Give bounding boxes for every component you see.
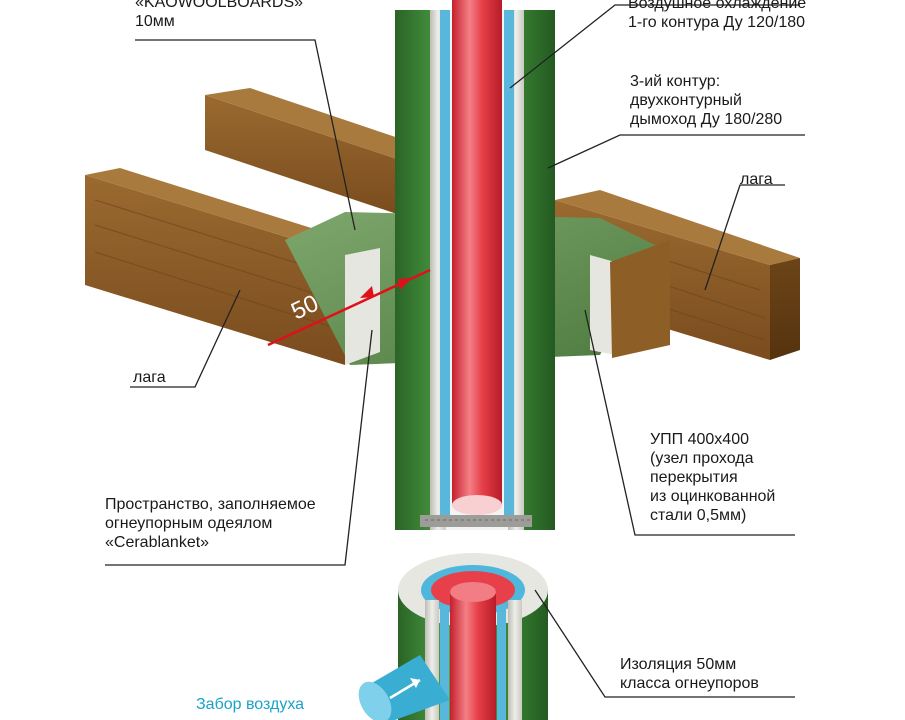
kaowool-label-line2: 10мм (135, 13, 175, 30)
upp-label: УПП 400х400 (узел прохода перекрытия из … (650, 430, 775, 525)
upp-label-line5: стали 0,5мм) (650, 507, 747, 524)
third-contour-label-line2: двухконтурный (630, 92, 742, 109)
air-intake-label: Забор воздуха (196, 695, 304, 714)
cooling-label-line2: 1-го контура Ду 120/180 (628, 14, 806, 31)
leader-lines (105, 4, 805, 698)
third-contour-label-line1: 3-ий контур: (630, 73, 721, 90)
cooling-label-line1: Воздушное охлаждение (628, 0, 807, 12)
upp-label-line1: УПП 400х400 (650, 431, 749, 448)
joist-left-label: лага (133, 368, 166, 387)
kaowool-label-line1: «KAOWOOLBOARDS» (135, 0, 304, 11)
joist-left-label-text: лага (133, 369, 166, 386)
air-intake-pipe (358, 655, 450, 720)
third-contour-label-line3: дымоход Ду 180/280 (630, 111, 783, 128)
kaowool-label: «KAOWOOLBOARDS» 10мм (135, 0, 303, 31)
upp-label-line3: перекрытия (650, 469, 738, 486)
insulation-label-line2: класса огнеупоров (620, 675, 759, 692)
space-label-line1: Пространство, заполняемое (105, 496, 316, 513)
space-label-line3: «Cerablanket» (105, 534, 210, 551)
third-contour-label: 3-ий контур: двухконтурный дымоход Ду 18… (630, 72, 782, 129)
space-label-line2: огнеупорным одеялом (105, 515, 273, 532)
joist-right-label-text: лага (740, 171, 773, 188)
upp-label-line4: из оцинкованной (650, 488, 776, 505)
upp-label-line2: (узел прохода (650, 450, 754, 467)
chimney-upper (395, 0, 555, 530)
cooling-label: Воздушное охлаждение 1-го контура Ду 120… (628, 0, 806, 32)
space-label: Пространство, заполняемое огнеупорным од… (105, 495, 316, 552)
joist-right-label: лага (740, 170, 773, 189)
air-intake-label-text: Забор воздуха (196, 696, 305, 713)
insulation-label-line1: Изоляция 50мм (620, 656, 737, 673)
insulation-label: Изоляция 50мм класса огнеупоров (620, 655, 759, 693)
